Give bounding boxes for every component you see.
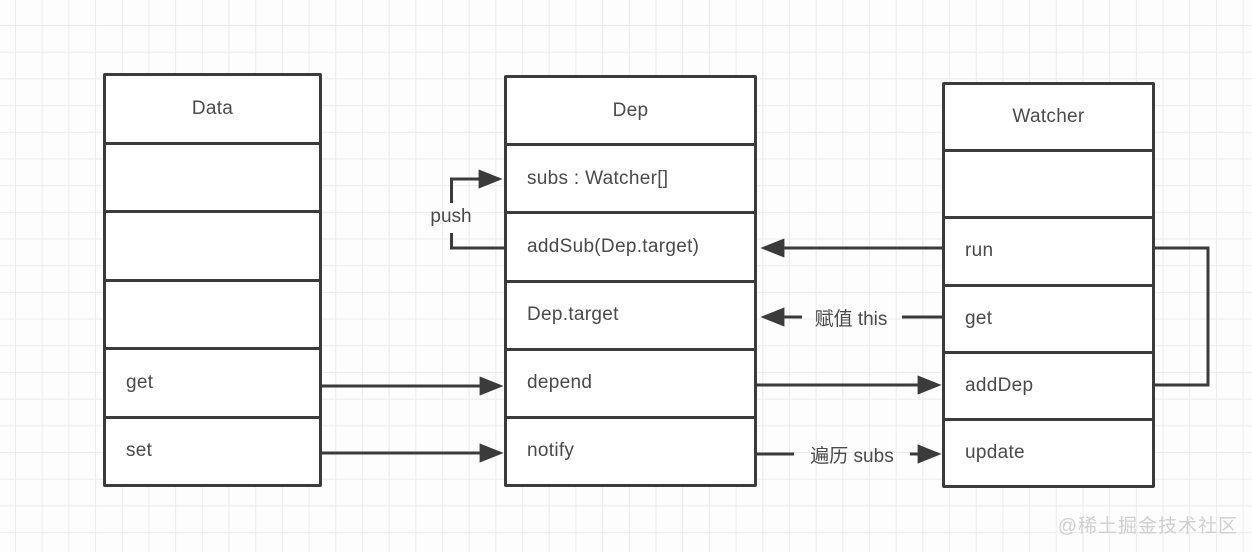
push-edge-label: push: [430, 206, 472, 227]
dep-box-row-subs: subs : Watcher[]: [507, 146, 754, 215]
data-class-box: Data get set: [103, 73, 322, 487]
data-box-row-empty-3: [106, 282, 319, 350]
iterate-subs-edge-label: 遍历 subs: [810, 446, 894, 467]
data-box-title: Data: [106, 76, 319, 145]
dep-box-row-target: Dep.target: [507, 283, 754, 351]
watcher-box-row-run: run: [945, 219, 1152, 287]
watcher-class-box: Watcher run get addDep update: [942, 82, 1155, 488]
dep-box-row-notify: notify: [527, 440, 575, 462]
data-box-row-set: set: [126, 440, 153, 462]
data-box-row-get: get: [106, 350, 319, 419]
watcher-box-title: Watcher: [945, 85, 1152, 153]
data-box-row-empty-1: [106, 145, 319, 213]
juejin-watermark: @稀土掘金技术社区: [1057, 516, 1238, 537]
dep-box-row-depend: depend: [507, 351, 754, 419]
watcher-box-row-update: update: [965, 441, 1025, 463]
data-box-row-empty-2: [106, 213, 319, 282]
connector-watcher-adddep-run-loop: [1155, 246, 1210, 387]
dep-box-title: Dep: [507, 78, 754, 147]
watcher-box-row-adddep: addDep: [945, 354, 1152, 421]
dep-class-box: Dep subs : Watcher[] addSub(Dep.target) …: [504, 75, 757, 487]
watcher-box-row-get: get: [945, 287, 1152, 354]
dep-box-row-addsub: addSub(Dep.target): [507, 214, 754, 283]
watcher-box-row-empty: [945, 152, 1152, 220]
assign-this-edge-label: 赋值 this: [814, 309, 888, 330]
